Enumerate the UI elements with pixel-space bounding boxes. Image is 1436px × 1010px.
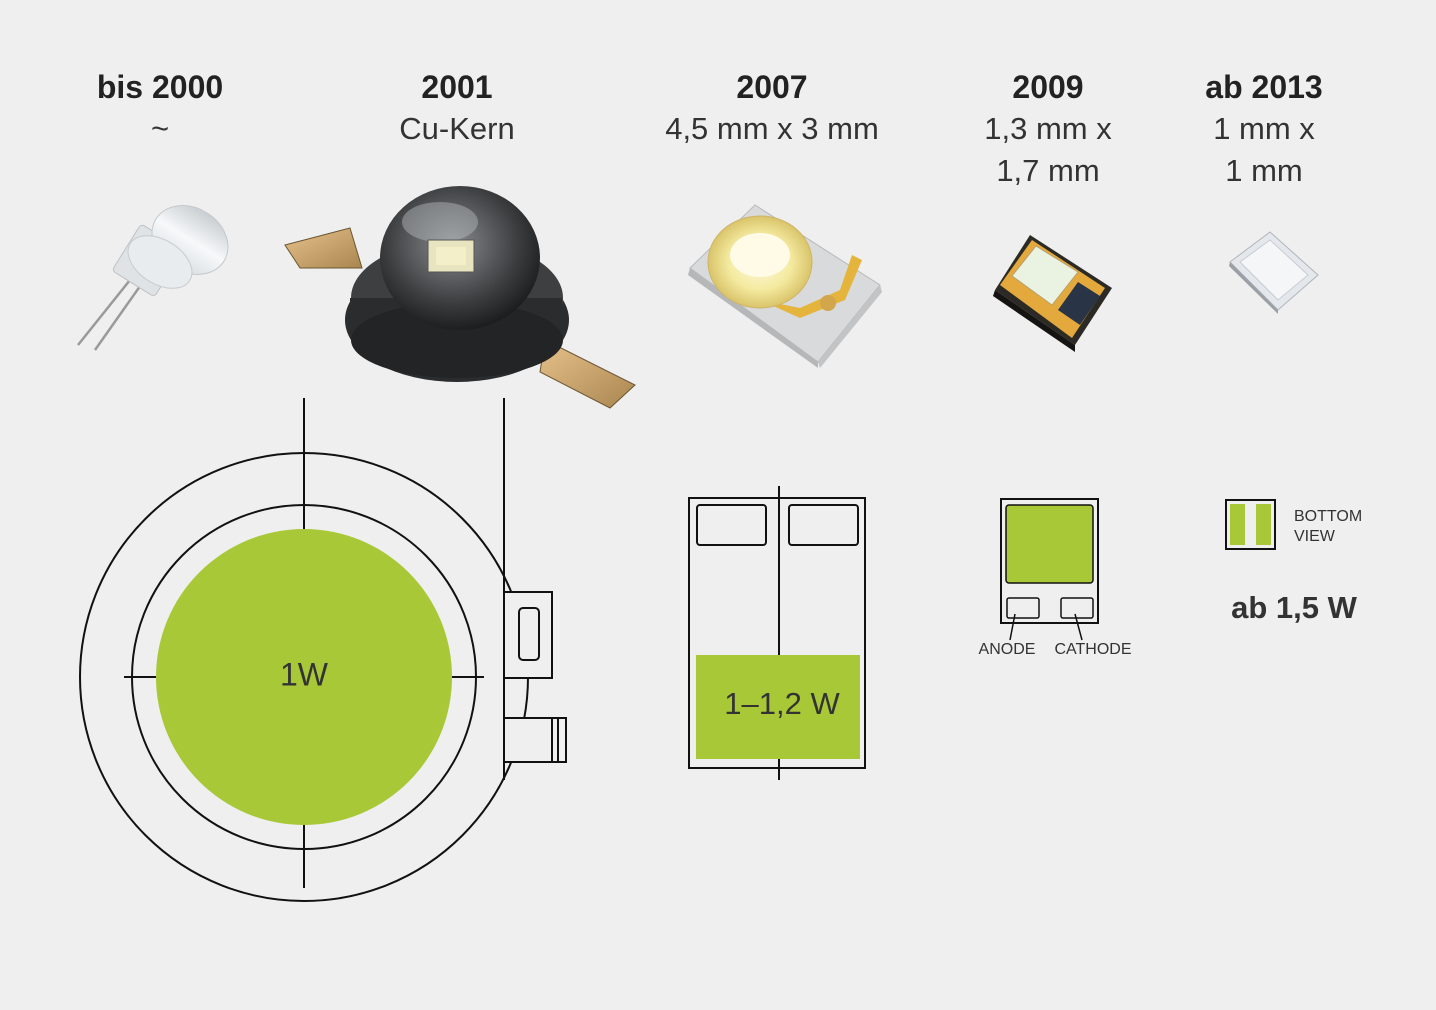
bottom-view-label-line2: VIEW [1294,528,1336,545]
column-2007: 2007 4,5 mm x 3 mm [622,66,922,150]
led-chip-2009-photo [993,235,1112,352]
emitter-area-chip [1005,504,1094,584]
led-high-power-photo [284,186,636,409]
column-bis-2000: bis 2000 ~ [60,66,260,150]
diagram-1w: 1W [79,398,567,902]
diagram-chip: ANODE CATHODE [979,498,1132,658]
pad-right [1256,504,1271,545]
cathode-label: CATHODE [1054,641,1131,658]
pad-left [1230,504,1245,545]
column-year: 2001 [421,69,493,105]
diagram-bottom-view: BOTTOM VIEW ab 1,5 W [1225,499,1362,625]
emitter-area-1w [156,529,452,825]
led-smd-2007-photo [688,204,882,368]
diagram-smd: 1–1,2 W [688,486,866,780]
cathode-pad [1060,597,1094,619]
power-label-1w: 1W [280,656,329,692]
emitter-area-smd [696,655,860,759]
column-2009: 2009 1,3 mm x 1,7 mm [948,66,1148,192]
column-year: 2009 [1012,69,1084,105]
column-dimension: 1,3 mm x [984,111,1112,146]
column-ab-2013: ab 2013 1 mm x 1 mm [1164,66,1364,192]
column-2001: 2001 Cu-Kern [357,66,557,150]
column-year: ab 2013 [1205,69,1323,105]
anode-pad [1006,597,1040,619]
column-dimension: Cu-Kern [399,111,515,146]
anode-label: ANODE [979,641,1036,658]
column-dimension: 1 mm [1225,153,1303,188]
column-dimension: ~ [150,111,170,146]
led-5mm-photo [77,205,229,351]
led-chip-2013-photo [1229,231,1319,314]
column-year: 2007 [736,69,808,105]
column-year: bis 2000 [96,69,224,105]
bottom-view-label-line1: BOTTOM [1294,508,1362,525]
column-dimension: 4,5 mm x 3 mm [665,111,879,146]
power-label-2013: ab 1,5 W [1231,590,1357,625]
power-label-smd: 1–1,2 W [724,686,840,721]
column-dimension: 1,7 mm [996,153,1100,188]
column-dimension: 1 mm x [1213,111,1315,146]
